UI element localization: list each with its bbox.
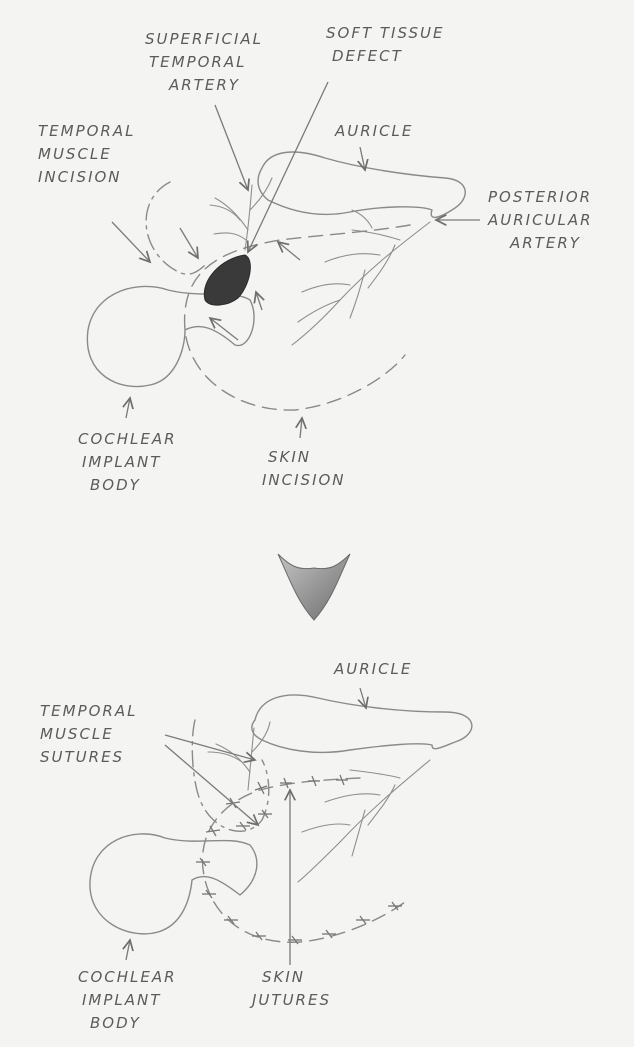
label-line: COCHLEAR: [78, 428, 177, 451]
label-line: SKIN: [252, 966, 331, 989]
label-line: AURICULAR: [488, 209, 593, 232]
vessels-bottom: [208, 722, 430, 882]
label-line: DEFECT: [326, 45, 444, 68]
label-soft-tissue-defect: SOFT TISSUE DEFECT: [326, 22, 444, 68]
transition-arrow-icon: [278, 554, 350, 620]
label-line: COCHLEAR: [78, 966, 177, 989]
label-line: JUTURES: [252, 989, 331, 1012]
label-line: TEMPORAL: [145, 51, 263, 74]
temporal-muscle-incision-line: [146, 182, 208, 274]
auricle-shape: [258, 152, 465, 217]
label-skin-incision: SKIN INCISION: [262, 446, 346, 492]
label-cochlear-implant-body-bottom: COCHLEAR IMPLANT BODY: [78, 966, 177, 1035]
label-temporal-muscle-sutures: TEMPORAL MUSCLE SUTURES: [40, 700, 137, 769]
label-line: MUSCLE: [40, 723, 137, 746]
label-line: INCISION: [262, 469, 346, 492]
label-line: SKIN: [262, 446, 346, 469]
posterior-auricular-artery-vessels: [292, 210, 430, 345]
label-line: IMPLANT: [78, 451, 177, 474]
label-superficial-temporal-artery: SUPERFICIAL TEMPORAL ARTERY: [145, 28, 263, 97]
label-posterior-auricular-artery: POSTERIOR AURICULAR ARTERY: [488, 186, 593, 255]
label-auricle-top: AURICLE: [335, 120, 413, 143]
label-line: SUTURES: [40, 746, 137, 769]
label-line: AURICLE: [334, 658, 412, 681]
label-line: INCISION: [38, 166, 135, 189]
label-line: BODY: [78, 474, 177, 497]
auricle-shape-bottom: [252, 695, 472, 752]
label-line: TEMPORAL: [38, 120, 135, 143]
label-line: POSTERIOR: [488, 186, 593, 209]
label-line: IMPLANT: [78, 989, 177, 1012]
label-line: BODY: [78, 1012, 177, 1035]
skin-incision-line: [185, 225, 410, 410]
label-line: ARTERY: [488, 232, 593, 255]
bottom-panel: [90, 688, 472, 965]
label-line: SOFT TISSUE: [326, 22, 444, 45]
cochlear-implant-body-shape-bottom: [90, 834, 257, 934]
label-line: TEMPORAL: [40, 700, 137, 723]
label-cochlear-implant-body-top: COCHLEAR IMPLANT BODY: [78, 428, 177, 497]
label-auricle-bottom: AURICLE: [334, 658, 412, 681]
label-temporal-muscle-incision: TEMPORAL MUSCLE INCISION: [38, 120, 135, 189]
label-line: SUPERFICIAL: [145, 28, 263, 51]
label-line: ARTERY: [145, 74, 263, 97]
label-skin-sutures: SKIN JUTURES: [252, 966, 331, 1012]
suture-marks: [196, 775, 402, 944]
top-panel: [87, 82, 480, 438]
top-arrows: [112, 82, 480, 438]
label-line: AURICLE: [335, 120, 413, 143]
label-line: MUSCLE: [38, 143, 135, 166]
superficial-temporal-artery-vessels: [210, 178, 272, 250]
